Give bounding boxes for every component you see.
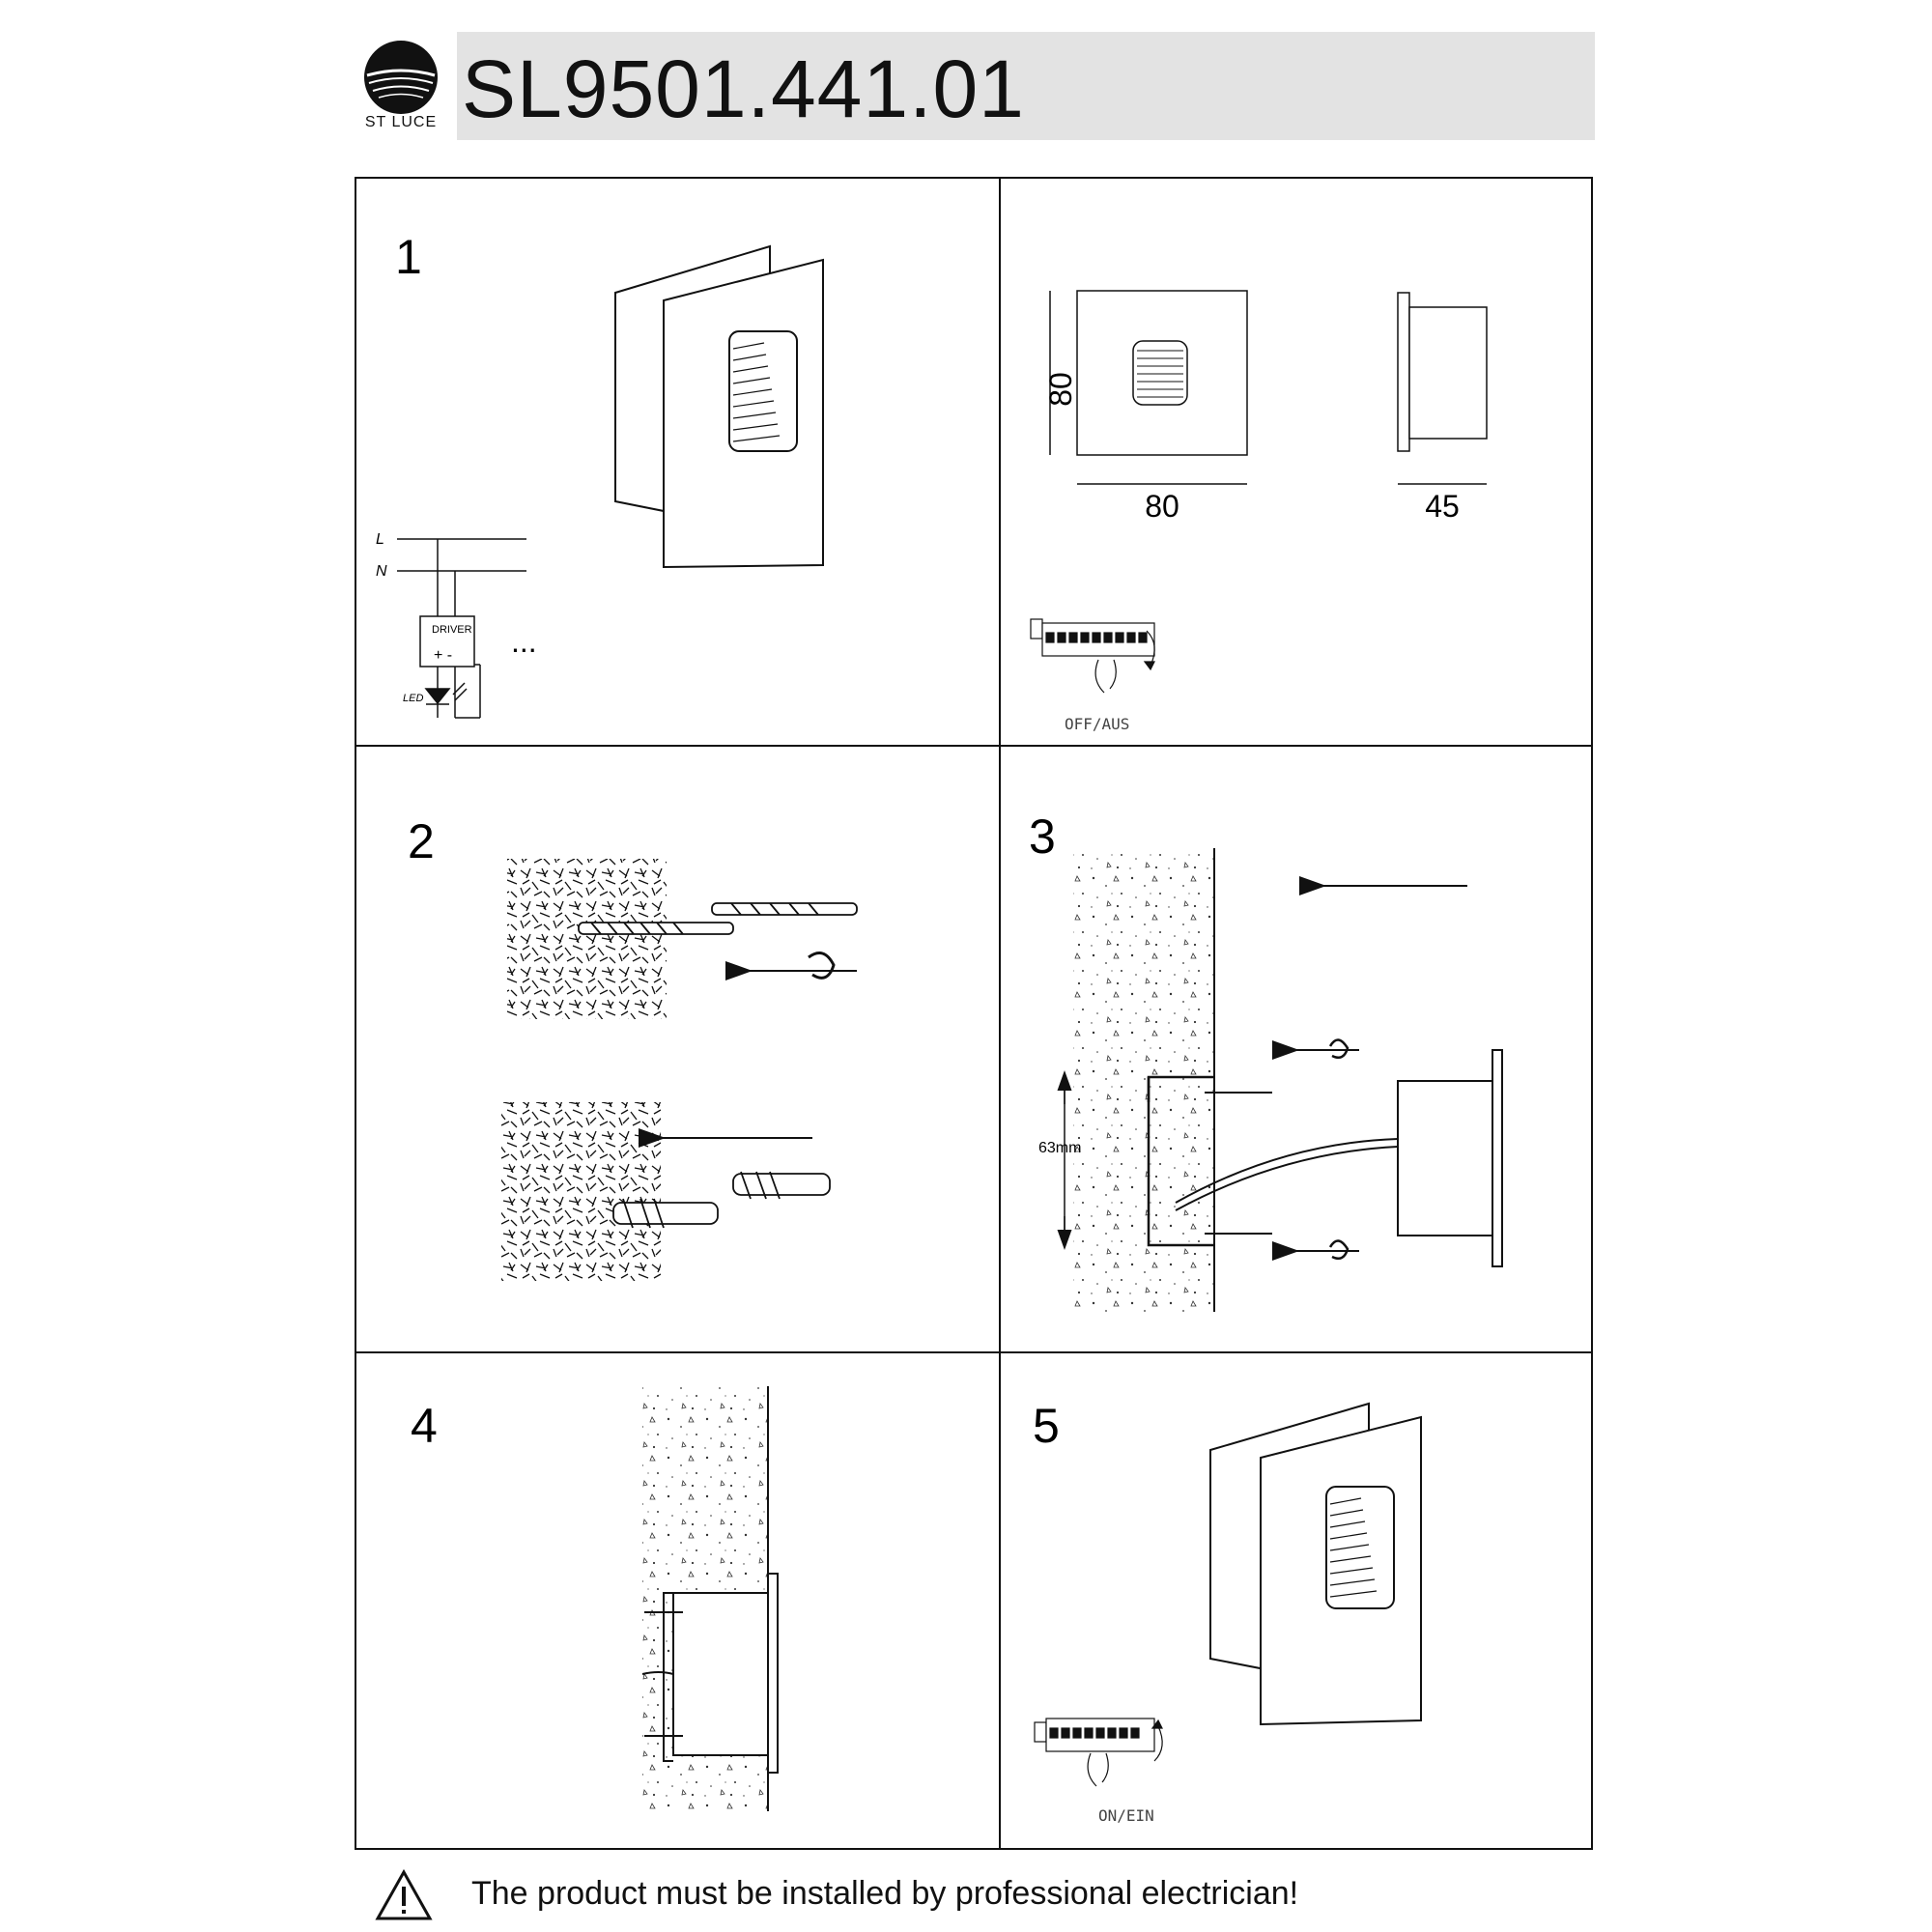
brand-name: ST LUCE (364, 114, 438, 130)
lamp-isometric-icon (614, 244, 824, 569)
wiring-diagram (397, 538, 526, 719)
panel-5: 5 ON/EIN (1033, 1399, 1422, 1825)
installed-lamp-body (672, 1592, 769, 1756)
spacing-label: 63mm (1038, 1140, 1081, 1156)
wall-plug-icon (612, 1171, 831, 1229)
side-view (1397, 292, 1410, 452)
panel-1: 1 (376, 230, 824, 719)
instruction-grid: 1 (355, 177, 1593, 1850)
brick-wall (507, 859, 667, 1019)
model-number: SL9501.441.01 (462, 43, 1025, 134)
driver-polarity: + - (434, 647, 452, 664)
driver-label: DRIVER (432, 624, 472, 636)
concrete-wall (1073, 848, 1214, 1312)
step-number-5: 5 (1033, 1399, 1060, 1453)
panel-dimensions: 80 80 45 OFF/AUS (1030, 290, 1488, 733)
lamp-body-side (1397, 1080, 1493, 1236)
width-dimension: 80 (1145, 489, 1179, 524)
st-luce-logo-icon (364, 41, 438, 114)
installation-warning: The product must be installed by profess… (471, 1875, 1299, 1912)
step-number-2: 2 (408, 814, 435, 868)
wire-N-label: N (376, 563, 387, 580)
panel-4: 4 (411, 1386, 779, 1811)
step-number-4: 4 (411, 1399, 438, 1453)
switch-off-label: OFF/AUS (1065, 715, 1129, 733)
more-connections: ... (511, 624, 537, 659)
title-bar (457, 32, 1595, 140)
depth-dimension: 45 (1425, 489, 1460, 524)
switch-on-label: ON/EIN (1098, 1806, 1154, 1825)
step-number-1: 1 (395, 230, 422, 284)
breaker-off-icon (1030, 618, 1155, 694)
height-dimension: 80 (1043, 372, 1078, 407)
drill-bit-icon (578, 902, 858, 935)
panel-2: 2 (408, 814, 858, 1281)
lamp-isometric-final-icon (1209, 1402, 1422, 1726)
breaker-on-icon (1034, 1718, 1163, 1787)
step-number-3: 3 (1029, 810, 1056, 864)
warning-triangle-icon (375, 1869, 433, 1920)
wire-L-label: L (376, 531, 384, 548)
led-label: LED (403, 693, 423, 704)
mounting-box (1147, 1075, 1214, 1247)
panel-3: 3 63mm (1029, 810, 1503, 1312)
brick-wall-plug (501, 1102, 661, 1281)
